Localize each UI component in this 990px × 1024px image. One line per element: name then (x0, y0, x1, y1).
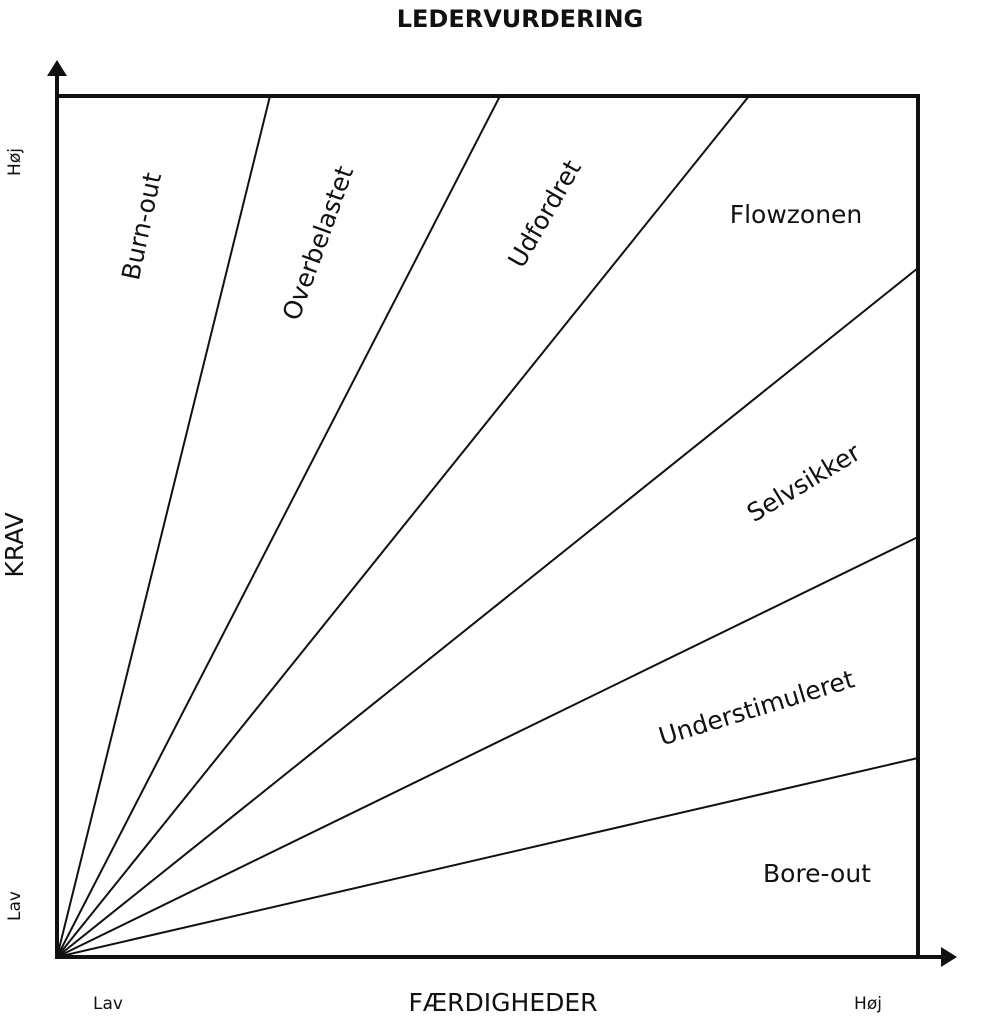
diagram-title: LEDERVURDERING (397, 5, 644, 33)
zone-overbelastet: Overbelastet (277, 162, 360, 324)
divider-udfordret-flowzonen (56, 95, 750, 958)
y-axis-high: Høj (5, 148, 25, 176)
divider-overbelastet-udfordret (56, 95, 501, 958)
y-axis-label: KRAV (0, 512, 29, 577)
x-axis-high: Høj (854, 994, 882, 1014)
x-axis-low: Lav (93, 994, 123, 1014)
zone-selvsikker: Selvsikker (742, 437, 866, 527)
zone-bore-out: Bore-out (763, 859, 871, 888)
divider-burnout-overbelastet (56, 95, 271, 958)
zone-burn-out: Burn-out (116, 170, 167, 283)
divider-understimuleret-boreout (56, 757, 919, 958)
zone-flowzonen: Flowzonen (730, 200, 863, 229)
zone-dividers (56, 95, 919, 958)
zone-udfordret: Udfordret (502, 155, 587, 273)
zone-understimuleret: Understimuleret (655, 664, 858, 751)
x-axis-label: FÆRDIGHEDER (408, 988, 597, 1017)
y-axis-low: Lav (5, 891, 25, 921)
divider-flowzonen-selvsikker (56, 267, 919, 958)
divider-selvsikker-understimuleret (56, 536, 919, 958)
diagram-frame (55, 94, 920, 959)
